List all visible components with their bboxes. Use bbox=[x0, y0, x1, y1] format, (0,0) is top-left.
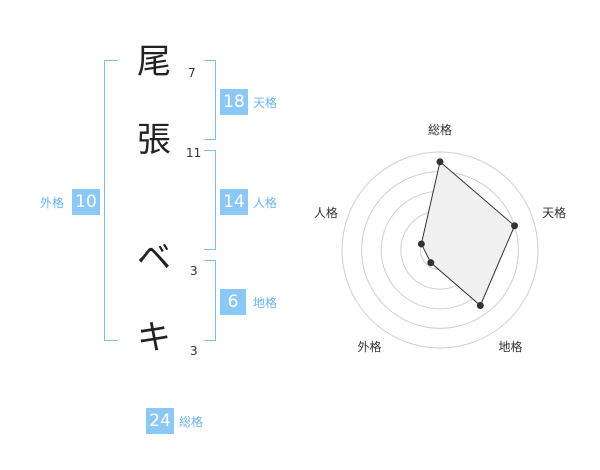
chikaku-value: 6 bbox=[220, 289, 246, 315]
chikaku-label: 地格 bbox=[253, 296, 278, 310]
tenkaku-label: 天格 bbox=[253, 96, 278, 110]
tenkaku-value: 18 bbox=[220, 89, 248, 115]
radar-axis-label-0: 総格 bbox=[428, 122, 452, 137]
radar-data-polygon bbox=[420, 160, 516, 307]
radar-point-3 bbox=[427, 259, 435, 267]
jinkaku-value: 14 bbox=[220, 189, 248, 215]
tenkaku-bracket bbox=[204, 60, 216, 140]
jinkaku-bracket bbox=[204, 150, 216, 250]
radar-axis-label-2: 地格 bbox=[499, 339, 523, 354]
radar-ring-5 bbox=[341, 151, 539, 349]
name-char-2: 張 bbox=[137, 120, 171, 160]
radar-point-4 bbox=[417, 240, 425, 248]
radar-point-2 bbox=[476, 301, 484, 309]
soukaku-value: 24 bbox=[146, 408, 174, 434]
name-char-1: 尾 bbox=[137, 42, 171, 82]
stroke-count-4: 3 bbox=[190, 344, 198, 358]
jinkaku-label: 人格 bbox=[253, 196, 278, 210]
radar-points bbox=[417, 158, 519, 309]
gaikaku-label: 外格 bbox=[40, 196, 65, 210]
radar-axis-label-1: 天格 bbox=[542, 205, 566, 220]
chikaku-bracket bbox=[204, 260, 216, 341]
stroke-count-2: 11 bbox=[186, 146, 202, 160]
gaikaku-value: 10 bbox=[72, 189, 100, 215]
stroke-count-3: 3 bbox=[190, 264, 198, 278]
name-char-3: ベ bbox=[137, 238, 171, 278]
name-char-4: キ bbox=[137, 318, 171, 358]
radar-point-0 bbox=[436, 158, 444, 166]
radar-axis-label-4: 人格 bbox=[314, 205, 338, 220]
soukaku-label: 総格 bbox=[179, 415, 204, 429]
radar-axis-label-3: 外格 bbox=[357, 339, 381, 354]
gaikaku-bracket bbox=[104, 60, 118, 341]
radar-point-1 bbox=[511, 222, 519, 230]
stroke-count-1: 7 bbox=[188, 66, 196, 80]
